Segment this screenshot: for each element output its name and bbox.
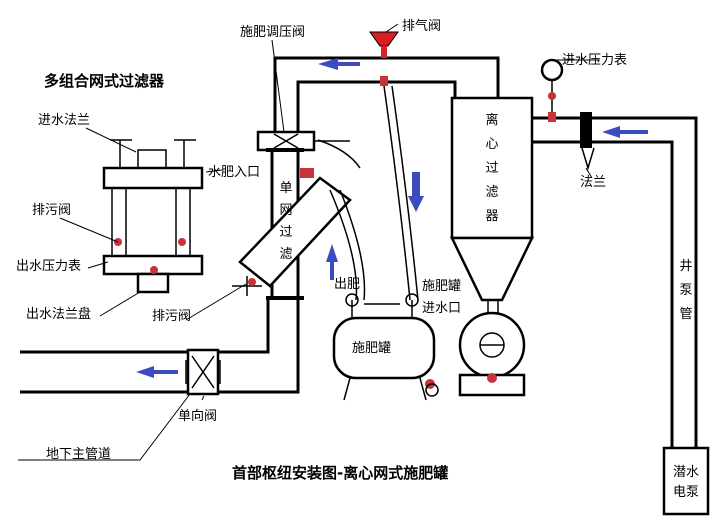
label-multi-filter: 多组合网式过滤器 <box>44 72 165 90</box>
centrifugal-cone <box>450 236 534 302</box>
label-submersible-pump-text: 潜水电泵 <box>673 465 699 500</box>
label-flange: 法兰 <box>580 175 606 190</box>
main-pipe <box>20 300 300 394</box>
label-centrifugal-filter-text: 离心过滤器 <box>485 112 498 224</box>
label-check-valve: 单向阀 <box>178 408 217 424</box>
label-single-filter: 单网过滤 <box>279 181 292 262</box>
label-single-filter-text: 单网过滤 <box>279 181 292 262</box>
label-fert-out: 出肥 <box>334 277 360 292</box>
label-outlet-flange-plate: 出水法兰盘 <box>26 306 91 322</box>
label-water-inlet: 进水口 <box>422 301 461 316</box>
label-fert-inlet: 水肥入口 <box>208 165 260 180</box>
flow-arrows <box>136 58 648 378</box>
label-drain-valve-mid: 排污阀 <box>152 309 191 324</box>
label-title: 首部枢纽安装图-离心网式施肥罐 <box>232 464 448 482</box>
label-outlet-pressure-gauge: 出水压力表 <box>16 259 81 274</box>
label-inlet-pressure-gauge: 进水压力表 <box>562 53 627 68</box>
inlet-pipe <box>530 116 698 448</box>
label-well-pump-pipe: 井泵管 <box>679 259 692 322</box>
exhaust-funnel-icon <box>369 31 399 47</box>
inlet-gauge-icon <box>540 58 564 82</box>
label-inlet-flange: 进水法兰 <box>38 113 90 128</box>
inlet-flange-ring <box>580 112 592 148</box>
fert-tank-body <box>332 316 436 380</box>
single-filter-branch <box>238 176 352 288</box>
label-drain-valve-left: 排污阀 <box>32 203 71 218</box>
submersible-pump-box <box>662 446 710 516</box>
label-main-pipe: 地下主管道 <box>46 447 111 462</box>
leader-lines <box>18 23 600 461</box>
fert-tube-left <box>329 189 366 301</box>
label-well-pump-pipe-text: 井泵管 <box>679 259 692 322</box>
label-centrifugal-filter: 离心过滤器 <box>485 112 498 224</box>
fert-tube-right <box>383 85 419 301</box>
label-fert-tank-small: 施肥罐 <box>422 279 461 294</box>
label-exhaust-valve: 排气阀 <box>402 18 441 34</box>
label-submersible-pump: 潜水电泵 <box>673 465 699 500</box>
multi-filter-assembly <box>102 139 204 294</box>
label-fert-pressure-valve: 施肥调压阀 <box>240 25 305 40</box>
label-fert-tank: 施肥罐 <box>352 341 391 356</box>
